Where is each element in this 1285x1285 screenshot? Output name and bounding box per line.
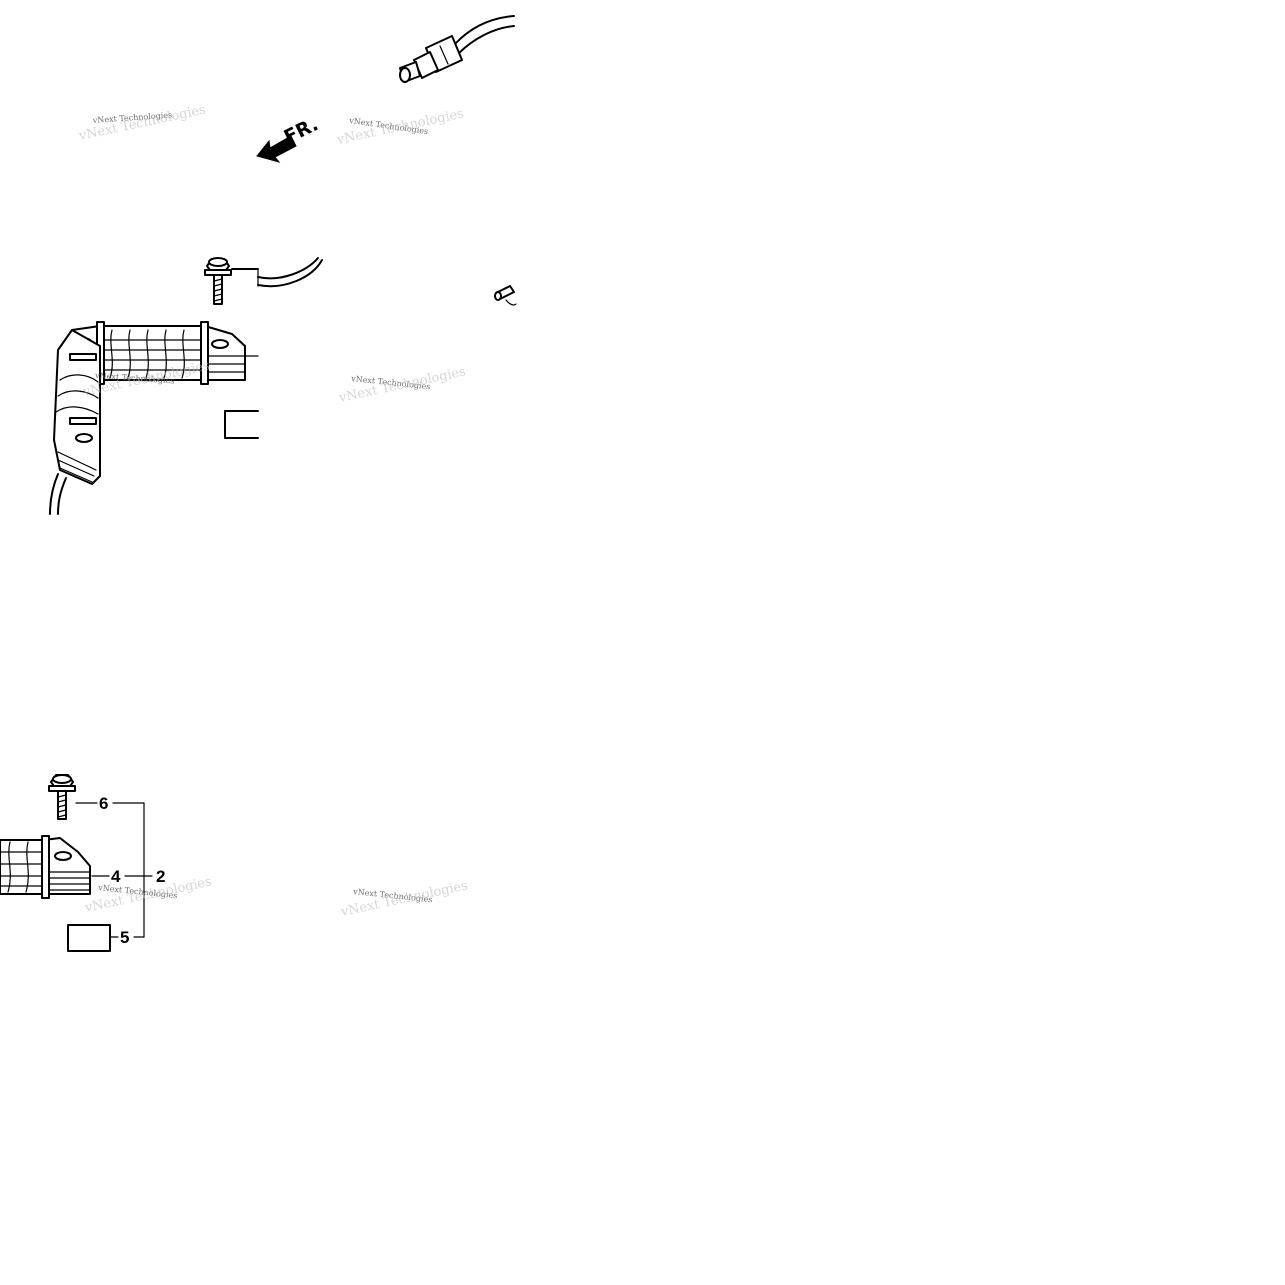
lighting-coil-upper	[49, 321, 259, 515]
pad-upper	[224, 410, 259, 439]
flywheel-arc	[257, 257, 323, 288]
callout-assembly: 2	[156, 867, 165, 886]
bolt-upper	[204, 257, 232, 305]
wire-connector	[399, 15, 515, 83]
dowel-pin	[494, 285, 517, 306]
watermark-ghost-6: vNext Technologies	[339, 878, 469, 920]
watermark-ghost-2: vNext Technologies	[335, 106, 465, 148]
watermarks: vNext Technologies vNext Technologies vN…	[77, 102, 469, 920]
callout-pad: 5	[120, 928, 129, 947]
front-direction-label: FR.	[281, 113, 322, 148]
callout-bolt: 6	[99, 794, 108, 813]
bolt-lower	[48, 774, 76, 820]
lighting-coil-lower	[0, 835, 91, 899]
pad-lower	[67, 924, 111, 952]
watermark-ghost-4: vNext Technologies	[337, 364, 467, 406]
watermark-ghost-5: vNext Technologies	[83, 874, 213, 916]
callout-coil: 4	[111, 867, 121, 886]
callout-leaders	[75, 802, 153, 938]
front-direction-arrow-icon	[256, 135, 297, 163]
